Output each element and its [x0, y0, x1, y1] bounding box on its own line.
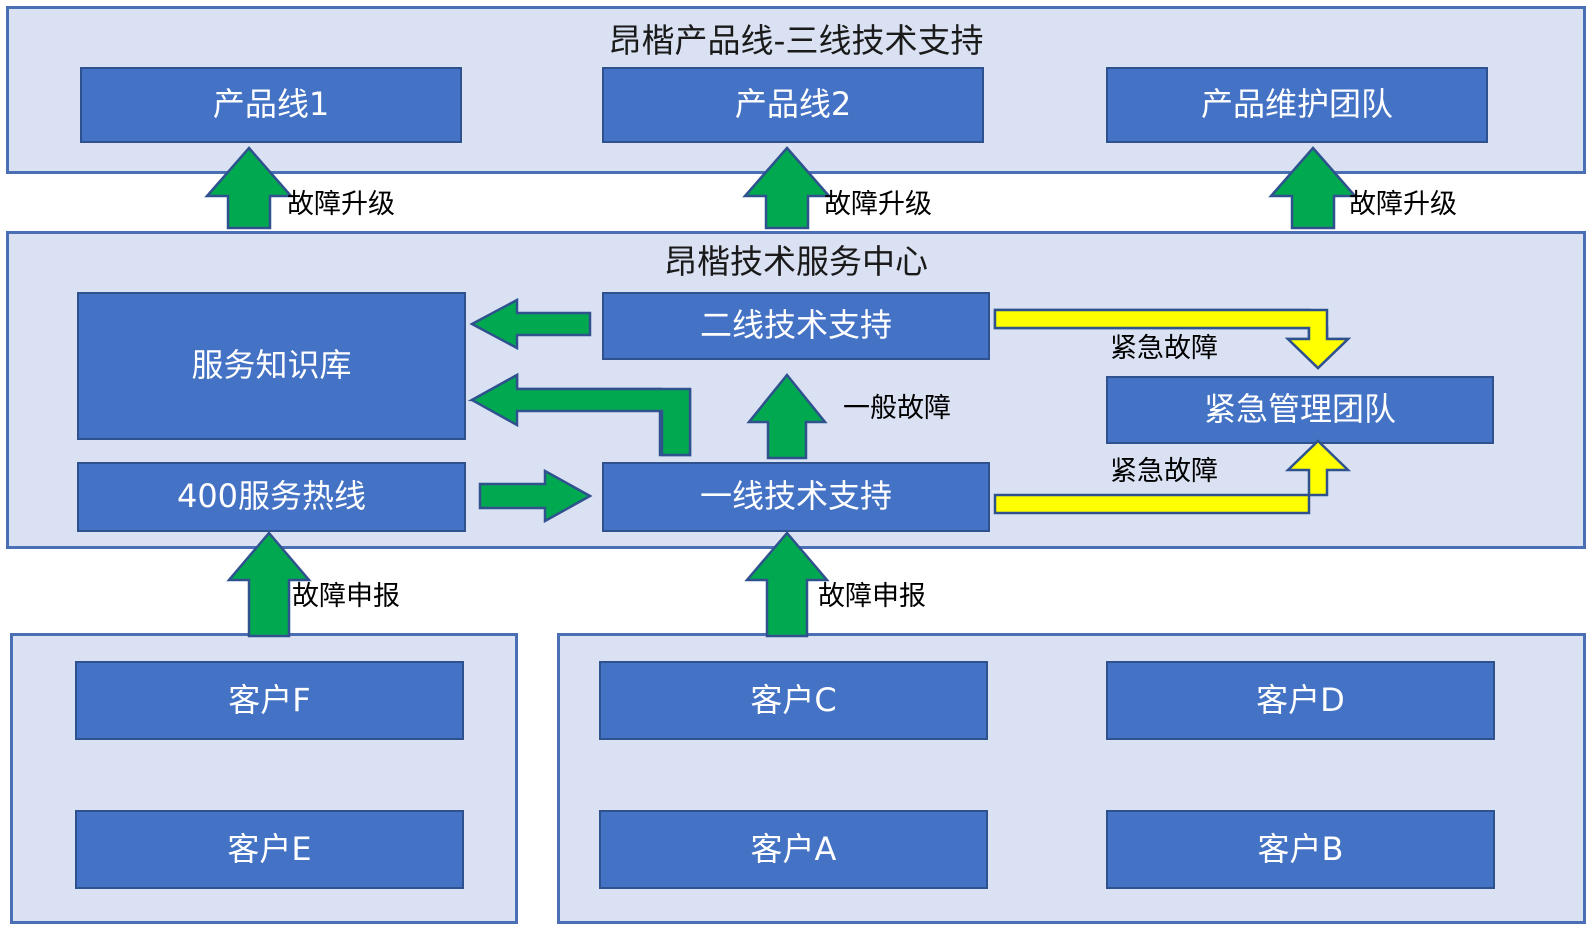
label-escalate-3: 故障升级 [1349, 189, 1457, 220]
node-service-knowledge-base[interactable]: 服务知识库 [77, 292, 466, 440]
label-urgent-fault-tier1: 紧急故障 [1110, 456, 1218, 487]
node-product-maintenance-team[interactable]: 产品维护团队 [1106, 67, 1488, 143]
node-hotline-400[interactable]: 400服务热线 [77, 462, 466, 532]
label-report-left: 故障申报 [292, 581, 400, 612]
panel-service-center: 昂楷技术服务中心 服务知识库 二线技术支持 紧急管理团队 400服务热线 一线技… [6, 231, 1586, 549]
node-customer-c[interactable]: 客户C [599, 661, 988, 740]
label-urgent-fault-tier2: 紧急故障 [1110, 333, 1218, 364]
node-tier1-support[interactable]: 一线技术支持 [602, 462, 990, 532]
node-tier2-support[interactable]: 二线技术支持 [602, 292, 990, 360]
node-customer-b[interactable]: 客户B [1106, 810, 1495, 889]
tier3-panel-title: 昂楷产品线-三线技术支持 [608, 21, 984, 60]
node-customer-e[interactable]: 客户E [75, 810, 464, 889]
node-product-line-2[interactable]: 产品线2 [602, 67, 984, 143]
node-customer-a[interactable]: 客户A [599, 810, 988, 889]
service-center-panel-title: 昂楷技术服务中心 [664, 242, 928, 281]
node-product-line-1[interactable]: 产品线1 [80, 67, 462, 143]
label-general-fault: 一般故障 [843, 393, 951, 424]
label-report-right: 故障申报 [818, 581, 926, 612]
panel-customers-right: 客户C 客户D 客户A 客户B [557, 633, 1586, 924]
panel-customers-left: 客户F 客户E [10, 633, 518, 924]
node-customer-f[interactable]: 客户F [75, 661, 464, 740]
label-escalate-1: 故障升级 [287, 189, 395, 220]
node-emergency-management-team[interactable]: 紧急管理团队 [1106, 376, 1494, 444]
label-escalate-2: 故障升级 [824, 189, 932, 220]
node-customer-d[interactable]: 客户D [1106, 661, 1495, 740]
panel-tier3-product-lines: 昂楷产品线-三线技术支持 产品线1 产品线2 产品维护团队 [6, 6, 1586, 174]
